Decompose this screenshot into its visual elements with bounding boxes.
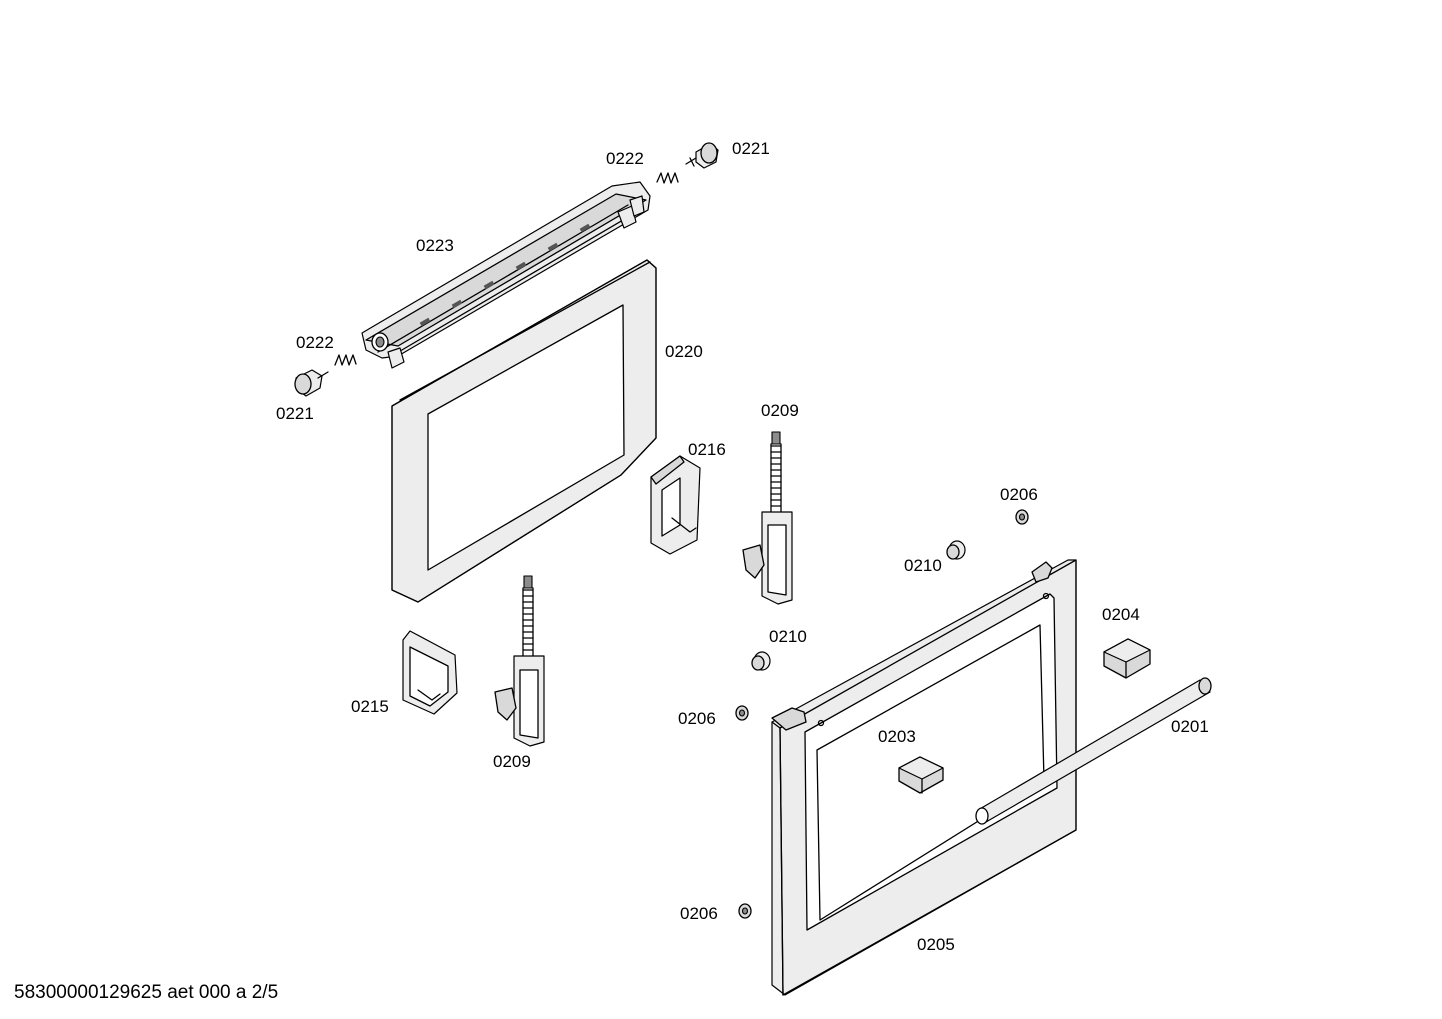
part-0210-lower: [752, 652, 770, 670]
label-0201: 0201: [1171, 717, 1209, 736]
part-0222-spring-top: [657, 173, 678, 183]
label-0221-top: 0221: [732, 139, 770, 158]
label-0220: 0220: [665, 342, 703, 361]
part-0221-knob-left: [295, 370, 328, 396]
label-0223: 0223: [416, 236, 454, 255]
part-0204-block: [1104, 639, 1150, 678]
label-0205: 0205: [917, 935, 955, 954]
label-0209-lower: 0209: [493, 752, 531, 771]
label-0222-top: 0222: [606, 149, 644, 168]
part-0206-lower: [739, 904, 751, 918]
part-0215-bracket: [403, 631, 457, 714]
part-0201-handle: [976, 678, 1211, 824]
part-0221-knob-top: [686, 143, 718, 168]
part-0210-upper: [947, 541, 965, 559]
part-0206-mid: [736, 706, 748, 720]
label-0206-mid: 0206: [678, 709, 716, 728]
part-0209-hinge-upper: [743, 432, 792, 604]
document-id-footer: 58300000129625 aet 000 a 2/5: [14, 982, 279, 1003]
part-0216-bracket: [651, 456, 700, 554]
label-0206-upper: 0206: [1000, 485, 1038, 504]
label-0206-lower: 0206: [680, 904, 718, 923]
part-0203-clip: [899, 757, 943, 793]
part-0209-hinge-lower: [495, 576, 544, 746]
part-0223-top-rail: [362, 182, 650, 368]
label-0221-left: 0221: [276, 404, 314, 423]
label-0203: 0203: [878, 727, 916, 746]
label-0209-upper: 0209: [761, 401, 799, 420]
part-0206-upper: [1016, 510, 1028, 524]
label-0216: 0216: [688, 440, 726, 459]
label-0222-left: 0222: [296, 333, 334, 352]
label-0215: 0215: [351, 697, 389, 716]
label-0210-lower: 0210: [769, 627, 807, 646]
label-0210-upper: 0210: [904, 556, 942, 575]
label-0204: 0204: [1102, 605, 1140, 624]
part-0220-glass-panel: [392, 260, 656, 602]
part-0222-spring-left: [335, 355, 356, 365]
